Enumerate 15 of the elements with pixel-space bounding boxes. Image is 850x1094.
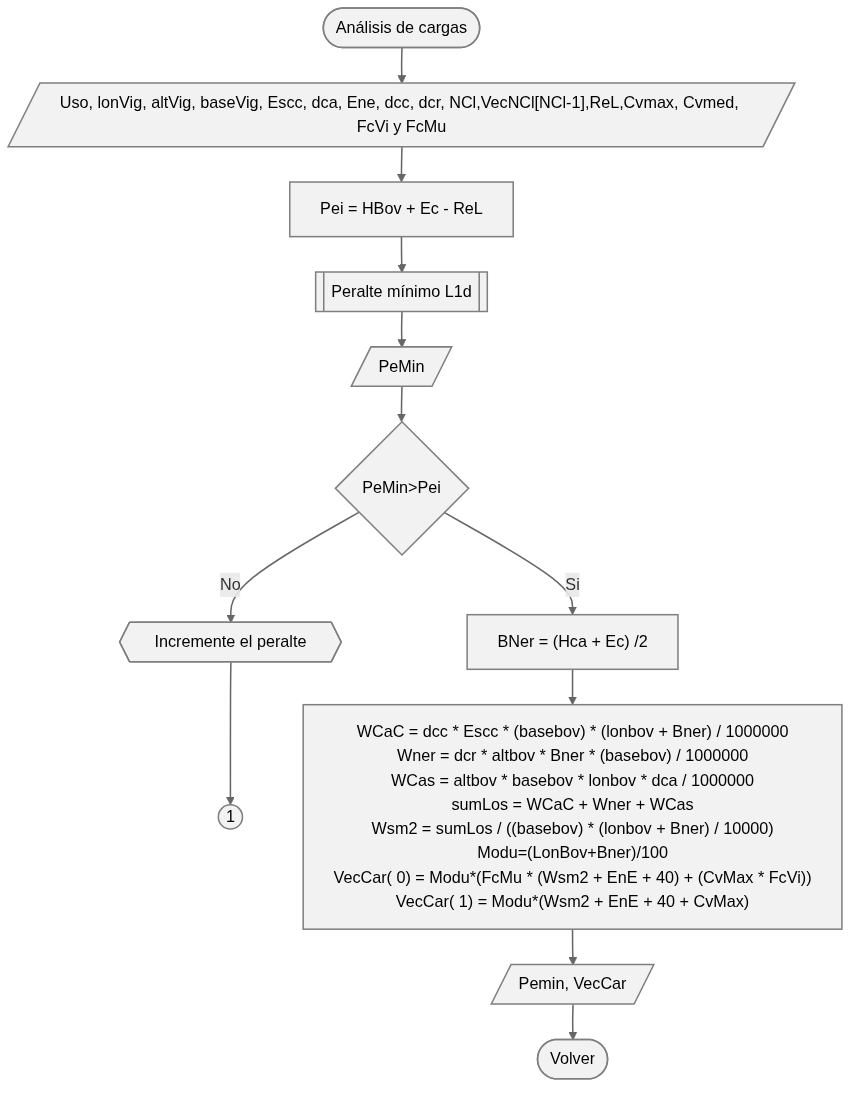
arrow xyxy=(443,511,577,616)
edge-label: Si xyxy=(565,575,580,593)
arrow xyxy=(225,661,235,806)
arrow xyxy=(226,511,360,624)
node-circle: 1 xyxy=(217,804,244,830)
arrow xyxy=(568,668,577,706)
node-box: BNer = (Hca + Ec) /2 xyxy=(466,613,679,671)
edge-label: No xyxy=(220,575,241,593)
arrow xyxy=(397,146,406,183)
arrow xyxy=(397,235,407,273)
node-box: Uso, lonVig, altVig, baseVig, Escc, dca, Ene, dcc, dcr, NCl,VecNCl[NCl-1],ReL,Cvmax, Cvmed, FcVi y FcMu xyxy=(6,82,797,148)
arrow xyxy=(397,386,406,423)
node-box: WCaC = dcc * Escc * (basebov) * (lonbov + Bner) / 1000000 Wner = dcr * altbov * Bner * (basebov) / 1000000 WCas = altbov * basebov * lonbov * dca / 1000000 sumLos = WCaC + Wner + WCas Wsm2 = sumLos / ((basebov) * (lonbov + Bner) / 10000) Modu=(LonBov+Bner)/100 VecCar( 0) = Modu*(FcMu * (Wsm2 + EnE + 40) + (CvMax * FcVi)) VecCar( 1) = Modu*(Wsm2 + EnE + 40 + CvMax) xyxy=(302,703,843,930)
node-diamond: PeMin>Pei xyxy=(334,420,470,557)
node-box: Pei = HBov + Ec - ReL xyxy=(289,181,514,238)
